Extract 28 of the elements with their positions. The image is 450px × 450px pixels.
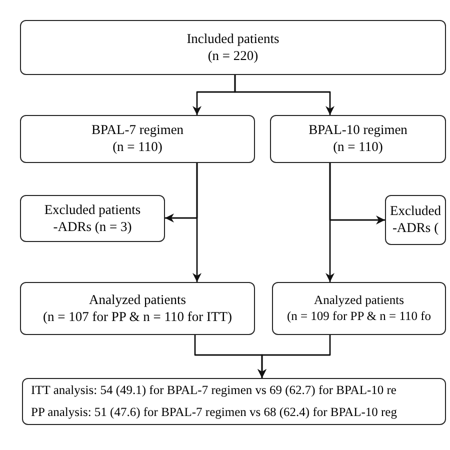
arrow xyxy=(192,163,202,282)
box-title: Analyzed patients xyxy=(88,292,186,308)
box-title: Included patients xyxy=(186,30,280,48)
process-box xyxy=(272,282,446,335)
box-count: -ADRs (n = 3) xyxy=(53,218,132,236)
box-title: BPAL-7 regimen xyxy=(91,122,184,139)
process-box xyxy=(385,195,446,245)
box-count: (n = 110) xyxy=(112,139,162,156)
process-box xyxy=(22,378,446,425)
process-box xyxy=(20,20,446,75)
process-box xyxy=(270,115,446,163)
result-text: ITT analysis: 54 (49.1) for BPAL-7 regimen vs 69 (62.7) for BPAL-10 re xyxy=(31,382,396,398)
arrow xyxy=(326,163,334,282)
box-title: Analyzed patients xyxy=(314,292,404,308)
arrow xyxy=(234,75,334,115)
box-title: Excluded patients xyxy=(44,202,141,218)
box-count: (n = 107 for PP & n = 110 for ITT) xyxy=(43,308,232,326)
result-text: PP analysis: 51 (47.6) for BPAL-7 regimen vs 68 (62.4) for BPAL-10 reg xyxy=(31,404,397,420)
process-box xyxy=(20,282,255,335)
box-title: Excluded xyxy=(390,203,441,220)
process-box xyxy=(20,115,255,163)
box-title: BPAL-10 regimen xyxy=(308,122,408,139)
box-count: -ADRs ( xyxy=(392,220,439,237)
box-count: (n = 220) xyxy=(208,48,258,64)
box-count: (n = 109 for PP & n = 110 fo xyxy=(286,308,432,324)
box-count: (n = 110) xyxy=(333,139,383,156)
arrow xyxy=(258,335,331,378)
process-box xyxy=(20,195,165,242)
